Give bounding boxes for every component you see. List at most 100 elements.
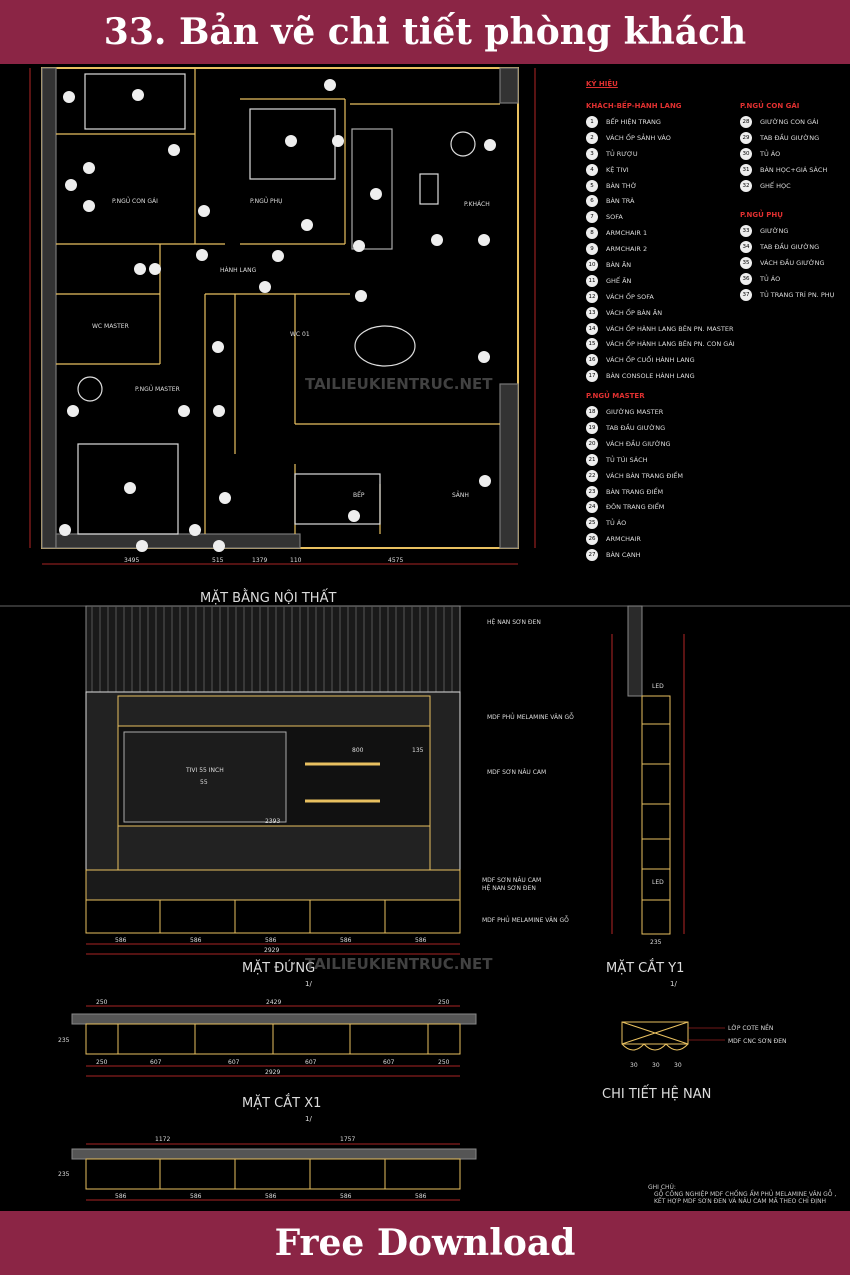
legend-text: BÀN CONSOLE HÀNH LANG	[606, 372, 695, 381]
elev-dim-4: 586	[340, 937, 352, 944]
detail-title: CHI TIẾT HỆ NAN	[602, 1085, 711, 1102]
slat-detail-drawing	[621, 1021, 725, 1051]
legend-text: TỦ TÚI SÁCH	[606, 455, 648, 464]
room-bep: BẾP	[353, 491, 365, 499]
watermarks: TAILIEUKIENTRUC.NET TAILIEUKIENTRUC.NET	[305, 375, 493, 973]
section-x1-drawing	[71, 1005, 477, 1077]
x1-height: 235	[58, 1037, 70, 1044]
cad-drawing: 3495 515 1379 110 4575 P.NGỦ CON GÁI P.N…	[0, 64, 850, 1211]
legend-text: ĐÔN TRANG ĐIỂM	[606, 503, 665, 512]
tv-size: 55	[200, 779, 208, 786]
dim-b5: 4575	[388, 557, 403, 564]
legend-number: 37	[740, 288, 752, 301]
title-banner: 33. Bản vẽ chi tiết phòng khách	[0, 0, 850, 64]
elevation-title: MẶT ĐỨNG	[242, 960, 315, 976]
dim-2393: 2393	[265, 818, 280, 825]
callout-2: MDF PHỦ MELAMINE VÂN GỖ	[487, 713, 574, 721]
legend-number: 31	[740, 163, 752, 176]
legend-heading: KHÁCH-BẾP-HÀNH LANG	[586, 102, 682, 110]
room-master: P.NGỦ MASTER	[135, 385, 180, 393]
x1-title: MẶT CẮT X1	[242, 1094, 321, 1111]
legend-item: 31 BÀN HỌC+GIÁ SÁCH	[740, 162, 845, 178]
plan-title: MẶT BẰNG NỘI THẤT	[200, 589, 336, 606]
x1-bot-6: 250	[438, 1059, 450, 1066]
legend-text: VÁCH ĐẦU GIƯỜNG	[760, 259, 825, 268]
elev-dim-3: 586	[265, 937, 277, 944]
slat-lines	[91, 606, 453, 692]
elev-dim-1: 586	[115, 937, 127, 944]
legend-text: TỦ RƯỢU	[606, 149, 638, 158]
detail-dim-1: 30	[630, 1062, 638, 1069]
legend-text: TAB ĐẦU GIƯỜNG	[606, 423, 666, 432]
x1-bot-3: 607	[228, 1059, 240, 1066]
legend-text: GHẾ HỌC	[760, 181, 791, 190]
legend-number: 14	[586, 322, 598, 335]
legend-text: BÀN TRANG ĐIỂM	[606, 487, 664, 496]
legend-text: VÁCH ỐP BÀN ĂN	[606, 308, 663, 317]
room-wc01: WC 01	[290, 331, 310, 338]
y1-led-2: LED	[652, 879, 664, 886]
x1-scale: 1/	[305, 1115, 312, 1123]
callout-5: HỆ NAN SƠN ĐEN	[482, 884, 536, 892]
legend-text: VÁCH ỐP HÀNH LANG BÊN PN. CON GÁI	[606, 340, 735, 349]
dim-b2: 515	[212, 557, 224, 564]
legend-text: VÁCH ỐP SOFA	[606, 292, 654, 301]
elevation-scale: 1/	[305, 980, 312, 988]
legend-text: BÀN HỌC+GIÁ SÁCH	[760, 165, 828, 174]
legend-number: 11	[586, 274, 598, 287]
legend-text: ARMCHAIR 1	[606, 229, 648, 238]
legend-text: VÁCH ỐP SẢNH VÀO	[606, 133, 671, 142]
dim-b1: 3495	[124, 557, 139, 564]
room-khach: P.KHÁCH	[464, 201, 490, 208]
legend-number: 21	[586, 453, 598, 466]
section-x1-text: 250 2429 250 250 607 607 607 607 250 292…	[58, 999, 450, 1076]
room-con-gai: P.NGỦ CON GÁI	[112, 197, 158, 205]
dim-135: 135	[412, 747, 424, 754]
bottom-section-drawing	[71, 1143, 477, 1201]
elev-dim-5: 586	[415, 937, 427, 944]
elevation-drawing	[85, 605, 461, 955]
detail-label-2: MDF CNC SƠN ĐEN	[728, 1038, 787, 1045]
legend-item: 37 TỦ TRANG TRÍ PN. PHỤ	[740, 287, 845, 303]
legend-number: 17	[586, 370, 598, 383]
legend-text: TỦ TRANG TRÍ PN. PHỤ	[760, 290, 835, 299]
x1-bot-5: 607	[383, 1059, 395, 1066]
callout-6: MDF PHỦ MELAMINE VÂN GỖ	[482, 916, 569, 924]
legend-number: 15	[586, 338, 598, 351]
section-y1-text: LED LED 235	[650, 683, 664, 946]
legend-number: 23	[586, 485, 598, 498]
legend: KÝ HIỆU	[586, 80, 836, 580]
legend-number: 1	[586, 115, 598, 128]
notes-line-1: GỖ CÔNG NGHIỆP MDF CHỐNG ẨM PHỦ MELAMINE…	[654, 1191, 837, 1198]
x1-total: 2929	[265, 1069, 280, 1076]
legend-text: GHẾ ĂN	[606, 276, 632, 285]
room-sanh: SẢNH	[452, 491, 469, 499]
bs-bot-2: 586	[190, 1193, 202, 1200]
legend-text: BÀN ĂN	[606, 260, 632, 269]
notes-line-2: KẾT HỢP MDF SƠN ĐEN VÀ NÂU CAM MÃ THEO C…	[654, 1198, 827, 1205]
free-download-label[interactable]: Free Download	[274, 1222, 576, 1264]
detail-text: LỚP COTE NỀN MDF CNC SƠN ĐEN 30 30 30	[630, 1024, 787, 1069]
legend-number: 33	[740, 225, 752, 238]
notes: GHI CHÚ: GỖ CÔNG NGHIỆP MDF CHỐNG ẨM PHỦ…	[648, 1184, 846, 1205]
x1-top-2: 2429	[266, 999, 281, 1006]
legend-number: 35	[740, 257, 752, 270]
bs-top-1: 1172	[155, 1136, 170, 1143]
